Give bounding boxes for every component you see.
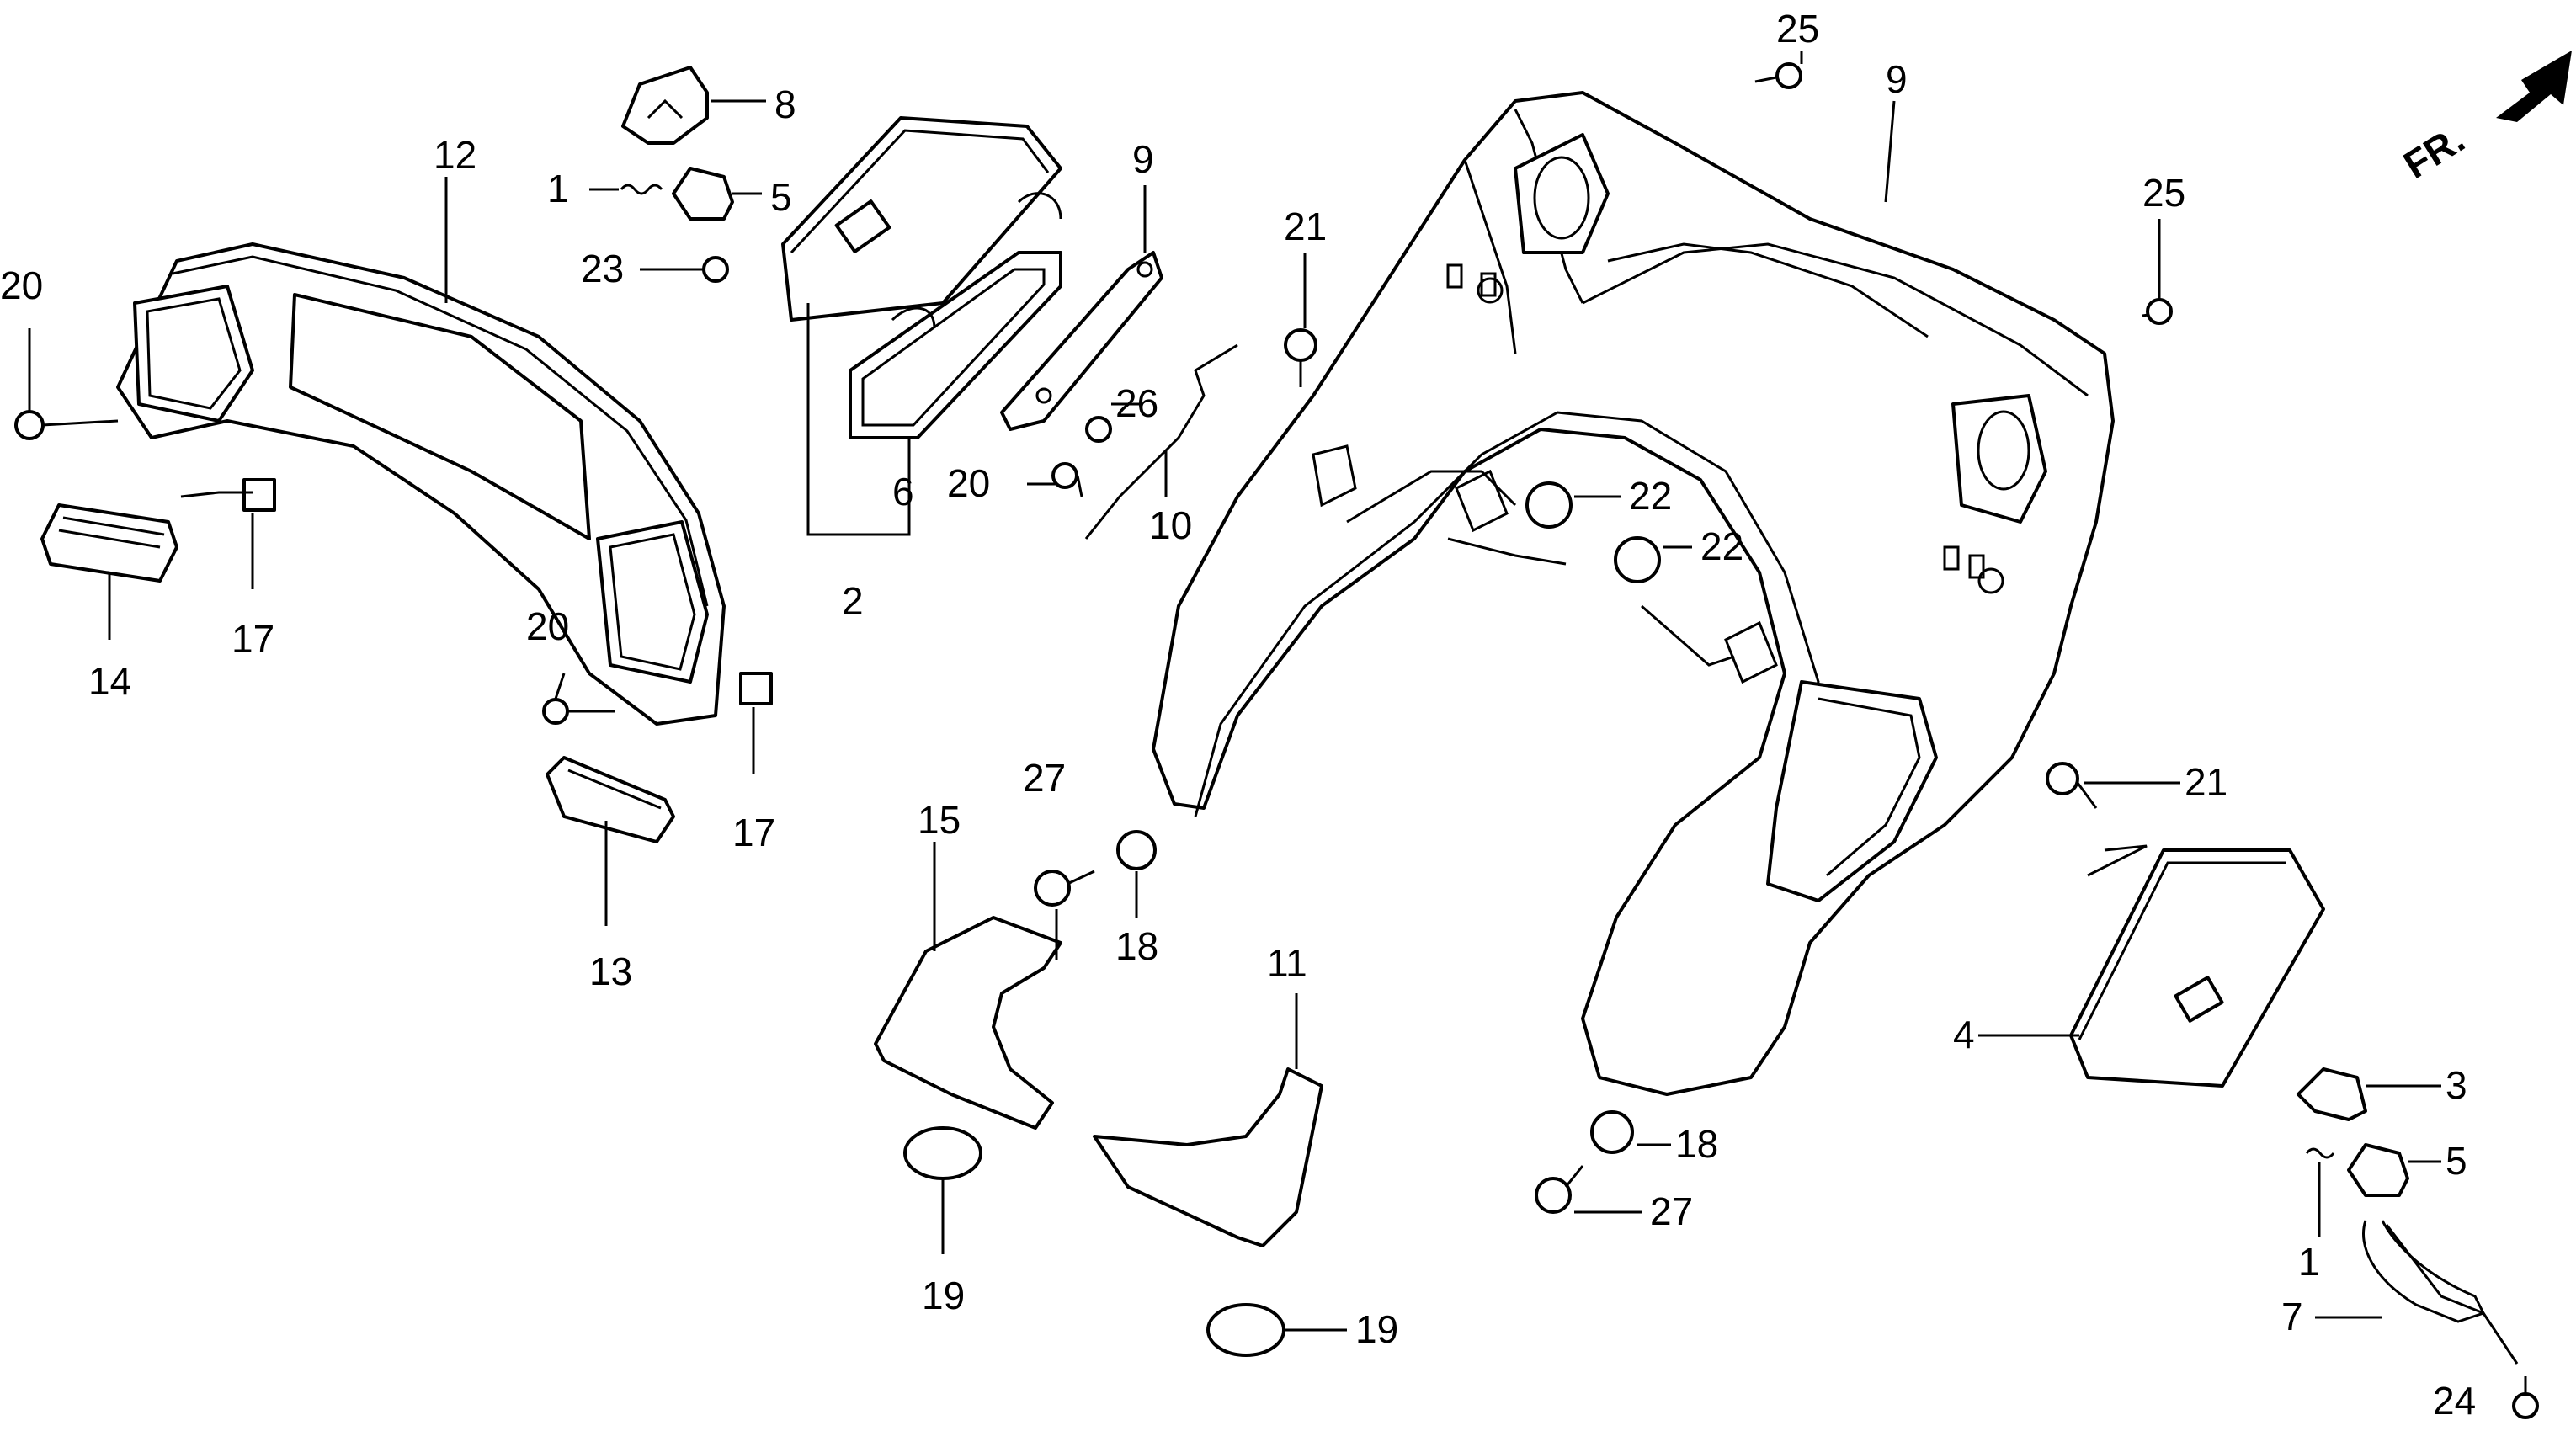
- part-spring-1b: [2305, 1147, 2335, 1159]
- callout-17-right: 17: [732, 811, 775, 854]
- callout-18-bottom: 18: [1675, 1122, 1718, 1166]
- callout-11: 9: [1886, 57, 1908, 101]
- callout-6: 6: [892, 470, 914, 513]
- fastener-nuts-22: [1525, 481, 1661, 583]
- callout-25-top: 25: [1776, 7, 1819, 51]
- fastener-screw-24: [2512, 1376, 2539, 1419]
- callout-19-right: 19: [1355, 1307, 1398, 1351]
- fastener-bolts-27: [1034, 870, 1584, 1214]
- callout-23: 23: [581, 247, 624, 290]
- callout-13: 11: [1267, 941, 1307, 985]
- leader-lines: [28, 51, 2519, 1365]
- part-knob-10: [621, 66, 709, 145]
- callout-25-right: 25: [2142, 171, 2185, 215]
- callout-19-left: 19: [922, 1274, 965, 1317]
- callout-22-top: 22: [1629, 474, 1672, 518]
- front-arrow-icon: [2496, 51, 2572, 122]
- front-direction-indicator: FR.: [2396, 51, 2572, 187]
- callout-labels: 8 12 1 5 23 20 9 26 20 6 10 2 17 14 20 1…: [0, 7, 2476, 1423]
- part-meter-panel-12: [116, 242, 726, 726]
- fastener-clips-17: [242, 478, 773, 705]
- part-latch-5b: [2347, 1143, 2409, 1197]
- callout-21-right: 21: [2185, 760, 2227, 804]
- callout-1-top: 1: [547, 167, 569, 210]
- callout-12: 12: [434, 133, 476, 177]
- part-strap-9: [2362, 1220, 2486, 1323]
- callout-7: 9: [1132, 137, 1154, 181]
- callout-16: 14: [88, 659, 131, 703]
- callout-21-top: 21: [1284, 205, 1327, 248]
- callout-20-left: 20: [0, 263, 43, 307]
- part-lower-cover-13: [1093, 1067, 1323, 1247]
- callout-14: 15: [918, 798, 961, 842]
- callout-9: 7: [2281, 1295, 2303, 1338]
- callout-24: 24: [2433, 1379, 2476, 1423]
- callout-5-top: 5: [770, 175, 792, 219]
- part-bracket-7: [1000, 251, 1163, 431]
- callout-5-bottom: 5: [2446, 1139, 2467, 1183]
- callout-1-bottom: 1: [2298, 1240, 2320, 1284]
- part-hinge-frame-6: [849, 192, 1062, 439]
- callout-17-left: 17: [232, 617, 274, 661]
- callout-8: 10: [1149, 503, 1192, 547]
- callout-27-bottom: 27: [1650, 1189, 1693, 1233]
- callout-2: 2: [842, 579, 864, 623]
- part-side-trim-15: [546, 756, 675, 843]
- part-side-trim-16: [40, 503, 178, 583]
- part-wire-8: [1084, 343, 1238, 540]
- callout-10: 8: [774, 82, 796, 126]
- part-pocket-lid-4: [2069, 848, 2325, 1088]
- fastener-collars-18: [1116, 830, 1634, 1154]
- callout-18-top: 18: [1115, 924, 1158, 968]
- part-latch-5a: [672, 167, 734, 221]
- callout-26: 26: [1115, 381, 1158, 425]
- callout-3: 3: [2446, 1063, 2467, 1107]
- fastener-screws-20: [14, 410, 1083, 725]
- fastener-screw-23: [702, 256, 729, 283]
- callout-27-top: 27: [1023, 756, 1066, 800]
- fastener-bolts-21: [1284, 328, 2098, 809]
- part-lower-cover-14: [874, 916, 1062, 1130]
- callout-22-mid: 22: [1700, 524, 1743, 568]
- part-spring-1a: [620, 184, 663, 195]
- front-label: FR.: [2396, 117, 2472, 187]
- callout-20-mid: 20: [947, 461, 990, 505]
- part-inner-fairing-11: [1152, 91, 2115, 1096]
- part-glove-lid-2: [781, 116, 1062, 322]
- part-knob-3: [2297, 1067, 2367, 1121]
- fastener-screw-26: [1085, 416, 1112, 443]
- callout-4: 4: [1953, 1013, 1975, 1056]
- callout-20-low: 20: [526, 604, 569, 648]
- fastener-screws-25: [1754, 62, 2173, 325]
- callout-15: 13: [589, 950, 632, 993]
